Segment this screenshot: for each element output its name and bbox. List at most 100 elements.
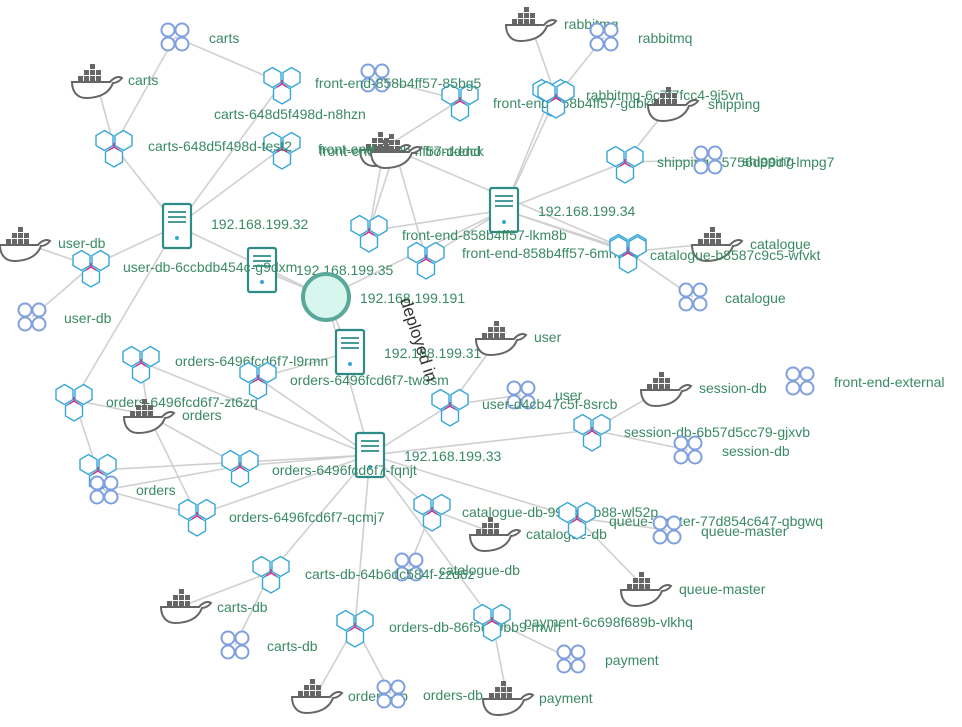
- node-host-33[interactable]: 192.168.199.33: [354, 431, 502, 479]
- edge-host-33-pod-cartsdb: [270, 454, 371, 573]
- node-label: 192.168.199.32: [211, 216, 309, 232]
- node-ctr-orders[interactable]: orders: [123, 398, 222, 434]
- edge-host-34-pod-frontend-dck: [368, 209, 505, 232]
- edge-host-33-pod-sessiondb: [369, 429, 593, 456]
- node-pod-user[interactable]: user-d4cb47c5f-8srcb: [431, 388, 618, 427]
- node-svc-cartsdb[interactable]: carts-db: [220, 630, 318, 660]
- node-pod-orders-zt6zq[interactable]: orders-6496fcd6f7-zt6zq: [55, 383, 258, 422]
- node-svc-queuemaster[interactable]: queue-master: [652, 515, 788, 545]
- node-pod-frontend-bg5[interactable]: front-end-858b4ff57-85bg5: [315, 75, 482, 122]
- node-label: carts-648d5f498d-n8hzn: [214, 106, 366, 122]
- node-label: carts: [209, 30, 239, 46]
- node-ctr-catalogue[interactable]: catalogue: [691, 226, 811, 262]
- node-ctr-cartsdb[interactable]: carts-db: [160, 588, 268, 624]
- docker-icon: [482, 680, 534, 716]
- node-pod-userdb[interactable]: user-db-6ccbdb454c-g9dxm: [72, 249, 297, 288]
- edge-host-34-pod-shipping: [503, 161, 626, 211]
- node-host-191[interactable]: 192.168.199.191: [301, 272, 465, 322]
- node-pod-orders-l9rmn[interactable]: orders-6496fcd6f7-l9rmn: [122, 345, 328, 384]
- node-pod-frontend-gdbk9[interactable]: front-end-858b4ff57-gdbk9: [493, 78, 659, 117]
- node-svc-shipping[interactable]: shipping: [693, 145, 795, 175]
- pod-icon: [178, 498, 216, 537]
- pod-icon: [122, 345, 160, 384]
- edge-svc-carts-pod-carts-unl: [113, 36, 176, 147]
- node-ctr-userdb[interactable]: user-db: [0, 226, 106, 262]
- node-svc-sessiondb[interactable]: session-db: [673, 435, 790, 465]
- node-pod-carts-test2[interactable]: carts-648d5f498d-test2: [148, 131, 301, 170]
- node-pod-orders-qcmj7[interactable]: orders-6496fcd6f7-qcmj7: [178, 498, 385, 537]
- node-ctr-cataloguedb[interactable]: catalogue-db: [469, 516, 607, 552]
- node-pod-catalogue[interactable]: catalogue-b8587c9c5-wfvkt: [609, 235, 821, 274]
- node-pod-sessiondb[interactable]: session-db-6b57d5cc79-gjxvb: [573, 413, 810, 452]
- docker-icon: [469, 516, 521, 552]
- node-svc-rabbitmq[interactable]: rabbitmq: [589, 22, 693, 52]
- node-label: catalogue-b8587c9c5-wfvkt: [650, 247, 821, 263]
- edge-label-deployed-in: deployed in: [396, 295, 441, 384]
- node-pod-frontend-6mhd6[interactable]: front-end-858b4ff57-6mhd46: [462, 233, 647, 272]
- pod-icon: [72, 249, 110, 288]
- node-svc-orders[interactable]: orders: [89, 475, 176, 505]
- node-host-34[interactable]: 192.168.199.34: [488, 186, 636, 234]
- node-label: session-db-6b57d5cc79-gjxvb: [624, 424, 810, 440]
- node-label: carts-648d5f498d-test2: [148, 138, 292, 154]
- edge-host-33-pod-payment: [369, 454, 493, 621]
- node-label: queue-master: [701, 523, 788, 539]
- node-ctr-queuemaster[interactable]: queue-master: [620, 571, 766, 607]
- nodes-layer: 192.168.199.32192.168.199.35192.168.199.…: [0, 6, 945, 716]
- pod-icon: [606, 145, 644, 184]
- pod-icon: [221, 449, 259, 488]
- node-pod-ordersdb[interactable]: orders-db-86f5c49bb9-mwh: [336, 609, 561, 648]
- node-ctr-frontend-a[interactable]: front-end: [318, 131, 411, 167]
- node-svc-ordersdb[interactable]: orders-db: [376, 679, 484, 709]
- node-svc-payment[interactable]: payment: [556, 644, 659, 674]
- node-pod-carts-n8hzn[interactable]: carts-648d5f498d-n8hzn: [214, 66, 366, 123]
- node-label: rabbitmq: [638, 30, 692, 46]
- node-host-32[interactable]: 192.168.199.32: [161, 202, 309, 250]
- node-label: orders-6496fcd6f7-fqnjt: [272, 462, 417, 478]
- node-svc-catalogue[interactable]: catalogue: [678, 282, 786, 312]
- node-svc-frontend-ext[interactable]: front-end-external: [785, 366, 945, 396]
- server-icon: [161, 202, 193, 250]
- pod-icon: [263, 66, 301, 105]
- node-ctr-payment[interactable]: payment: [482, 680, 593, 716]
- node-pod-orders-fqnjt[interactable]: orders-6496fcd6f7-fqnjt: [221, 449, 417, 488]
- node-pod-payment[interactable]: payment-6c698f689b-vlkhq: [473, 603, 693, 642]
- node-ctr-frontend-b[interactable]: front-end: [370, 133, 481, 169]
- node-ctr-carts[interactable]: carts: [71, 63, 158, 99]
- node-svc-user[interactable]: user: [506, 380, 583, 410]
- node-label: user-db: [58, 235, 106, 251]
- docker-icon: [71, 63, 123, 99]
- node-svc-userdb[interactable]: user-db: [17, 302, 112, 332]
- node-label: user: [555, 387, 583, 403]
- edge-host-33-pod-queuemaster: [369, 454, 578, 519]
- node-pod-frontend-lkm8b[interactable]: front-end-858b4ff57-lkm8b: [402, 227, 567, 280]
- node-pod-cartsdb[interactable]: carts-db-64b6dc584f-zzd6z: [252, 555, 475, 594]
- node-label: carts-db: [267, 638, 318, 654]
- edge-host-33-pod-orders-qcmj7: [196, 454, 371, 516]
- node-label: catalogue-db: [439, 562, 520, 578]
- node-host-31[interactable]: 192.168.199.31: [334, 328, 482, 376]
- server-icon: [334, 328, 366, 376]
- edge-svc-sessiondb-pod-sessiondb: [591, 429, 689, 451]
- node-label: 192.168.199.33: [404, 448, 502, 464]
- edge-ctr-orders-pod-orders-qcmj7: [147, 414, 198, 516]
- node-label: user: [534, 329, 562, 345]
- node-svc-cataloguedb[interactable]: catalogue-db: [394, 552, 521, 582]
- docker-icon: [640, 371, 692, 407]
- edge-host-33-host-191: [325, 296, 371, 456]
- pod-icon: [573, 413, 611, 452]
- node-label: payment-6c698f689b-vlkhq: [524, 614, 693, 630]
- node-ctr-sessiondb[interactable]: session-db: [640, 371, 767, 407]
- node-label: user-db: [64, 310, 112, 326]
- docker-icon: [475, 320, 527, 356]
- node-ctr-shipping[interactable]: shipping: [647, 86, 760, 122]
- node-label: payment: [539, 690, 593, 706]
- edge-host-33-pod-ordersdb: [354, 454, 371, 627]
- node-pod-orders-tw8sm[interactable]: orders-6496fcd6f7-tw8sm: [239, 361, 449, 400]
- node-ctr-user[interactable]: user: [475, 320, 562, 356]
- edge-host-32-pod-carts-n8hzn: [176, 82, 283, 227]
- edge-ctr-frontend-b-pod-frontend-lkm8b: [394, 149, 427, 259]
- node-svc-carts[interactable]: carts: [160, 22, 240, 52]
- node-label: orders-6496fcd6f7-l9rmn: [175, 353, 328, 369]
